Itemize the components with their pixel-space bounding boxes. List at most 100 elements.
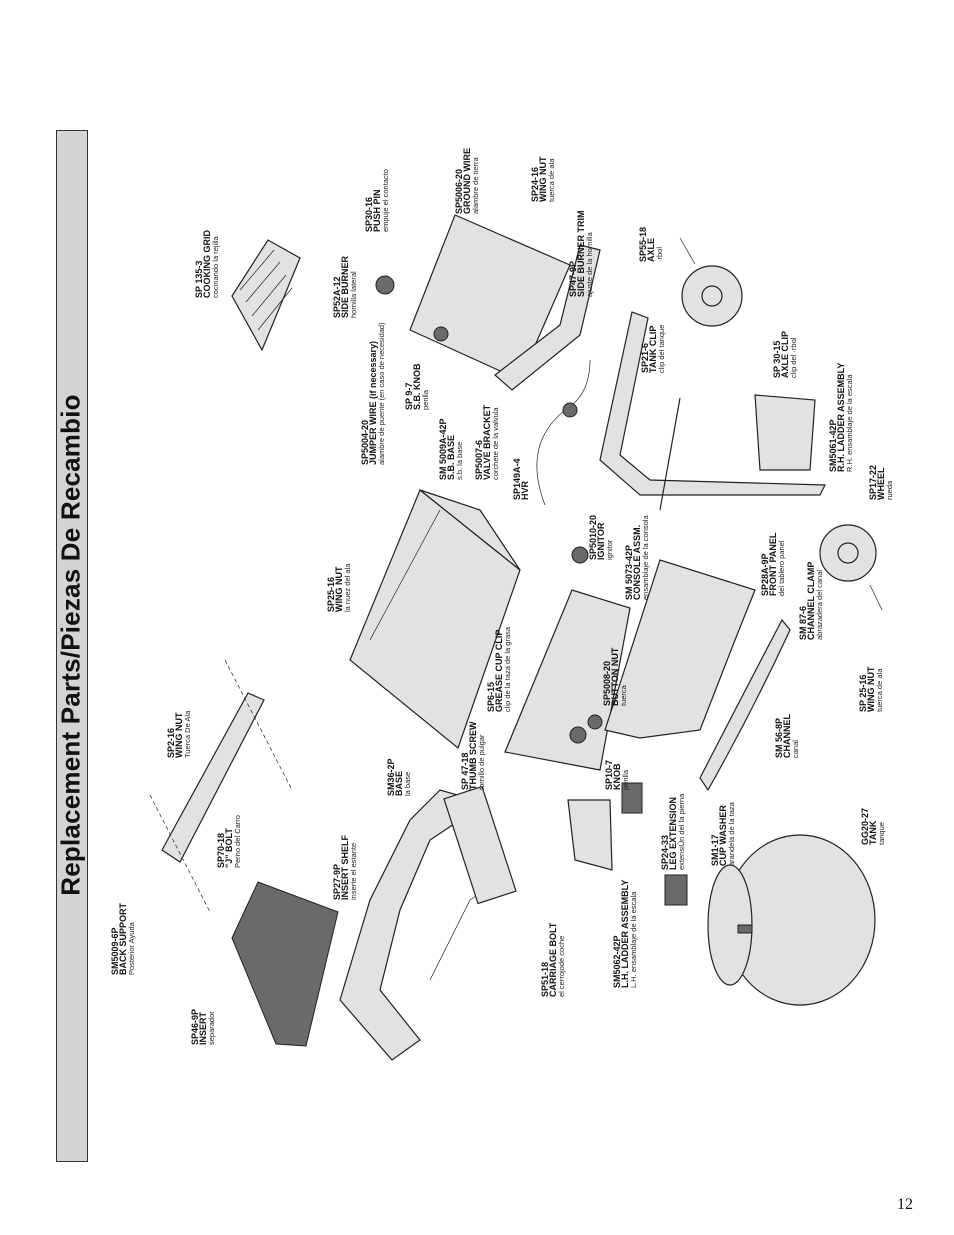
svg-text:SP27-9P: SP27-9P: [332, 864, 342, 900]
svg-text:corchete de la valvula: corchete de la valvula: [491, 407, 500, 480]
svg-text:BASE: BASE: [394, 771, 404, 796]
svg-text:SM5061-42P: SM5061-42P: [828, 419, 838, 472]
svg-text:SP51-18: SP51-18: [540, 962, 550, 997]
part-label-wing-nut-2: SP25-16 WING NUT la nuez del ala: [326, 563, 352, 612]
grill-base-drawing: [349, 489, 521, 750]
svg-text:SP5008-20: SP5008-20: [602, 661, 612, 706]
svg-text:SM36-2P: SM36-2P: [386, 758, 396, 796]
part-label-wheel: SP17-22 WHEEL rueda: [868, 465, 894, 500]
svg-text:ignitor: ignitor: [605, 539, 614, 560]
part-label-tank: GG20-27 TANK tanque: [860, 808, 886, 845]
part-label-thumb-screw: SP 47-18 THUMB SCREW tornillo de pulgar: [460, 721, 486, 790]
svg-text:s.b. la base: s.b. la base: [455, 442, 464, 480]
svg-text:GREASE CUP CLIP: GREASE CUP CLIP: [494, 630, 504, 712]
svg-text:SP149A-4: SP149A-4: [512, 458, 522, 500]
svg-text:Perno del Carro: Perno del Carro: [233, 815, 242, 868]
svg-text:GG20-27: GG20-27: [860, 808, 870, 845]
svg-text:L.H. ensamblaje de la escala: L.H. ensamblaje de la escala: [629, 891, 638, 988]
side-burner-drawing: [375, 214, 601, 391]
svg-text:la nuez del ala: la nuez del ala: [343, 563, 352, 612]
lp-tank-drawing: [707, 834, 876, 1006]
part-label-back-support: SM5009-6P BACK SUPPORT Posterior Ayuda: [110, 902, 136, 975]
svg-text:SP5007-6: SP5007-6: [474, 440, 484, 480]
svg-text:SP70-18: SP70-18: [216, 833, 226, 868]
svg-text:SP2-16: SP2-16: [166, 728, 176, 758]
part-label-front-panel: SP28A-9P FRONT PANEL del tablero panel: [760, 532, 786, 596]
svg-text:SP6-15: SP6-15: [486, 682, 496, 712]
svg-text:IGNITOR: IGNITOR: [596, 522, 606, 560]
svg-text:la base: la base: [403, 772, 412, 796]
svg-text:VALVE BRACKET: VALVE BRACKET: [482, 404, 492, 480]
part-label-cup-washer: SM1-17 CUP WASHER arandela de la taza: [710, 801, 736, 866]
svg-text:INSERT SHELF: INSERT SHELF: [340, 834, 350, 900]
svg-text:THUMB SCREW: THUMB SCREW: [468, 721, 478, 790]
svg-text:SP 30-15: SP 30-15: [772, 341, 782, 378]
front-panel-drawing: [604, 559, 756, 739]
svg-text:SM 5009A-42P: SM 5009A-42P: [438, 418, 448, 480]
part-label-cooking-grid: SP 135-3 COOKING GRID cocinando la rejil…: [194, 229, 220, 298]
svg-text:WING NUT: WING NUT: [334, 566, 344, 612]
svg-text:SP47-9P: SP47-9P: [568, 261, 578, 297]
svg-text:CHANNEL: CHANNEL: [782, 713, 792, 758]
svg-text:SP24-33: SP24-33: [660, 835, 670, 870]
cooking-grid-drawing: [231, 239, 301, 352]
svg-text:CHANNEL CLAMP: CHANNEL CLAMP: [806, 562, 816, 640]
part-label-wing-nut-3: SP 25-16 WING NUT tuerca de ala: [858, 666, 884, 712]
svg-text:cocinando la rejilla: cocinando la rejilla: [211, 235, 220, 298]
svg-text:R.H. ensamblaje de la escala: R.H. ensamblaje de la escala: [845, 374, 854, 472]
svg-text:INSERT: INSERT: [198, 1011, 208, 1045]
part-label-axle: SP55-18 AXLE ·rbol: [638, 227, 664, 262]
svg-text:AXLE CLIP: AXLE CLIP: [780, 331, 790, 378]
svg-text:SP5010-20: SP5010-20: [588, 515, 598, 560]
svg-text:WING NUT: WING NUT: [538, 156, 548, 202]
part-name: BACK SUPPORT: [118, 902, 128, 975]
svg-text:SP21-6: SP21-6: [640, 343, 650, 373]
insert-panel-drawing: [231, 881, 339, 1047]
svg-text:SM5062-42P: SM5062-42P: [612, 935, 622, 988]
part-label-axle-clip: SP 30-15 AXLE CLIP clip del ·rbol: [772, 331, 798, 378]
back-support-drawing: [149, 659, 293, 913]
part-label-sb-knob: SP 9-7 S.B. KNOB perilla: [404, 363, 430, 410]
svg-text:SM 5073-42P: SM 5073-42P: [624, 545, 634, 600]
svg-text:SP 135-3: SP 135-3: [194, 261, 204, 298]
svg-text:S.B. KNOB: S.B. KNOB: [412, 363, 422, 410]
svg-text:"J" BOLT: "J" BOLT: [224, 828, 234, 868]
part-label-wing-nut: SP2-16 WING NUT Tuerca De Ala: [166, 710, 192, 758]
part-label-valve-bracket: SP5007-6 VALVE BRACKET corchete de la va…: [474, 404, 500, 480]
svg-text:el cerrojode coche: el cerrojode coche: [557, 936, 566, 997]
svg-text:LEG EXTENSION: LEG EXTENSION: [668, 797, 678, 870]
svg-text:clip del tanque: clip del tanque: [657, 325, 666, 373]
svg-text:·rbol: ·rbol: [655, 247, 664, 262]
svg-text:BUTTON NUT: BUTTON NUT: [610, 647, 620, 706]
svg-text:WHEEL: WHEEL: [876, 467, 886, 500]
svg-text:tornillo de pulgar: tornillo de pulgar: [477, 734, 486, 790]
svg-text:SP10-7: SP10-7: [604, 760, 614, 790]
svg-text:COOKING GRID: COOKING GRID: [202, 229, 212, 298]
part-label-channel-clamp: SM 87-6 CHANNEL CLAMP abrazadera del can…: [798, 562, 824, 640]
svg-text:ajuste de la hornilla: ajuste de la hornilla: [585, 232, 594, 297]
part-label-grease-cup-clip: SP6-15 GREASE CUP CLIP clip de la taza d…: [486, 626, 512, 712]
channel-drawing: [699, 618, 791, 792]
svg-text:SP 9-7: SP 9-7: [404, 383, 414, 410]
svg-text:clip de la taza de la grasa: clip de la taza de la grasa: [503, 626, 512, 712]
part-label-console-assm: SM 5073-42P CONSOLE ASSM. ensamblaje de …: [624, 515, 650, 600]
svg-text:tuerca: tuerca: [619, 684, 628, 706]
svg-text:alambre de puente (en caso de: alambre de puente (en caso de necesidad): [377, 322, 386, 465]
svg-text:extensiÛn del la pierna: extensiÛn del la pierna: [677, 793, 686, 870]
part-number: SM5009-6P: [110, 927, 120, 975]
svg-text:WING NUT: WING NUT: [174, 712, 184, 758]
svg-text:hornilla lateral: hornilla lateral: [349, 271, 358, 318]
svg-text:TANK CLIP: TANK CLIP: [648, 326, 658, 373]
left-ladder-frame-drawing: [339, 782, 688, 1061]
right-ladder-frame-drawing: [599, 311, 826, 511]
svg-text:PUSH PIN: PUSH PIN: [372, 189, 382, 232]
part-label-wing-nut-4: SP24-16 WING NUT tuerca de ala: [530, 156, 556, 202]
svg-text:arandela de la taza: arandela de la taza: [727, 801, 736, 866]
svg-text:TANK: TANK: [868, 820, 878, 845]
svg-text:WING NUT: WING NUT: [866, 666, 876, 712]
title-band: [56, 130, 88, 1162]
svg-text:rueda: rueda: [885, 480, 894, 500]
part-label-sb-base: SM 5009A-42P S.B. BASE s.b. la base: [438, 418, 464, 480]
svg-text:AXLE: AXLE: [646, 238, 656, 262]
